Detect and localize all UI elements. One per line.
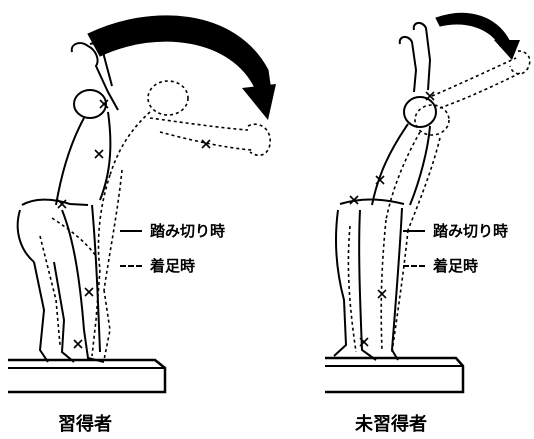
left-motion-arrow-head: [242, 84, 276, 120]
left-legend-solid-label: 踏み切り時: [150, 220, 225, 241]
left-panel: [8, 16, 276, 392]
right-caption: 未習得者: [355, 410, 427, 436]
left-platform: [8, 360, 165, 392]
solid-line-swatch: [403, 230, 425, 232]
right-joint-markers: [350, 92, 434, 346]
right-takeoff-figure: [334, 23, 436, 360]
right-legend-solid-label: 踏み切り時: [433, 220, 508, 241]
left-legend-dashed: 着足時: [120, 255, 195, 276]
left-caption: 習得者: [58, 410, 112, 436]
left-legend-solid: 踏み切り時: [120, 220, 225, 241]
left-legend-dashed-label: 着足時: [150, 255, 195, 276]
right-platform: [325, 358, 463, 392]
right-panel: [325, 13, 530, 392]
right-legend-dashed-label: 着足時: [433, 255, 478, 276]
left-motion-arrow: [88, 16, 272, 98]
solid-line-swatch: [120, 230, 142, 232]
left-takeoff-figure: [18, 43, 118, 362]
right-landing-figure: [348, 51, 529, 352]
dashed-line-swatch: [120, 265, 142, 267]
right-legend-solid: 踏み切り時: [403, 220, 508, 241]
dashed-line-swatch: [403, 265, 425, 267]
right-legend-dashed: 着足時: [403, 255, 478, 276]
right-motion-arrow-head: [494, 40, 520, 60]
